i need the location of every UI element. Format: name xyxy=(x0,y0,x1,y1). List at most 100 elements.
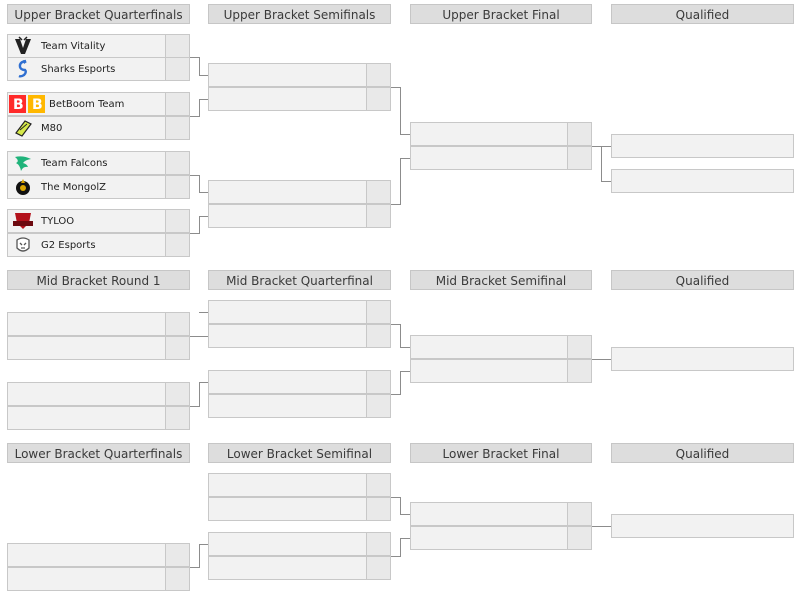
match-slot[interactable] xyxy=(410,335,592,359)
score-cell xyxy=(567,123,591,145)
match-slot[interactable] xyxy=(208,324,391,348)
connector-line xyxy=(391,394,400,395)
team-slot-g2-esports[interactable]: G2 Esports xyxy=(7,233,190,257)
score-cell xyxy=(366,371,390,393)
qualified-slot[interactable] xyxy=(611,169,794,193)
mid-r3-header: Mid Bracket Semifinal xyxy=(410,270,592,290)
connector-line xyxy=(400,87,401,134)
connector-line xyxy=(400,514,410,515)
connector-line xyxy=(400,371,410,372)
falcons-logo-icon xyxy=(8,152,38,174)
lower-qualified-header: Qualified xyxy=(611,443,794,463)
connector-line xyxy=(199,544,200,568)
connector-line xyxy=(199,99,200,117)
team-name: M80 xyxy=(41,122,63,134)
match-slot[interactable] xyxy=(410,502,592,526)
score-cell xyxy=(366,474,390,496)
match-slot[interactable] xyxy=(410,122,592,146)
match-slot[interactable] xyxy=(7,312,190,336)
qualified-slot[interactable] xyxy=(611,134,794,158)
connector-line xyxy=(400,497,401,514)
match-slot[interactable] xyxy=(410,359,592,383)
match-slot[interactable] xyxy=(208,180,391,204)
connector-line xyxy=(199,336,208,337)
upper-r3-header: Upper Bracket Final xyxy=(410,4,592,24)
match-slot[interactable] xyxy=(208,204,391,228)
svg-text:B: B xyxy=(32,97,43,113)
score-cell xyxy=(567,360,591,382)
lower-r1-header: Lower Bracket Quarterfinals xyxy=(7,443,190,463)
score-cell xyxy=(165,568,189,590)
match-slot[interactable] xyxy=(208,473,391,497)
team-slot-team-falcons[interactable]: Team Falcons xyxy=(7,151,190,175)
connector-line xyxy=(400,134,410,135)
mongolz-logo-icon xyxy=(8,176,38,198)
score-cell xyxy=(366,557,390,579)
connector-line xyxy=(391,324,400,325)
connector-line xyxy=(400,347,410,348)
upper-r1-header: Upper Bracket Quarterfinals xyxy=(7,4,190,24)
connector-line xyxy=(601,181,611,182)
score-cell xyxy=(165,58,189,80)
match-slot[interactable] xyxy=(208,532,391,556)
connector-line xyxy=(592,359,611,360)
match-slot[interactable] xyxy=(208,497,391,521)
match-slot[interactable] xyxy=(208,87,391,111)
score-cell xyxy=(567,503,591,525)
score-cell xyxy=(567,336,591,358)
match-slot[interactable] xyxy=(208,556,391,580)
connector-line xyxy=(400,324,401,347)
qualified-slot[interactable] xyxy=(611,514,794,538)
match-slot[interactable] xyxy=(7,382,190,406)
match-slot[interactable] xyxy=(410,146,592,170)
team-slot-tyloo[interactable]: TYLOO xyxy=(7,209,190,233)
score-cell xyxy=(165,93,189,115)
team-name: The MongolZ xyxy=(41,181,106,193)
connector-line xyxy=(400,158,401,205)
score-cell xyxy=(165,383,189,405)
match-slot[interactable] xyxy=(410,526,592,550)
team-name: BetBoom Team xyxy=(49,98,125,110)
team-slot-team-vitality[interactable]: Team Vitality xyxy=(7,34,190,58)
score-cell xyxy=(165,117,189,139)
match-slot[interactable] xyxy=(7,406,190,430)
score-cell xyxy=(366,181,390,203)
connector-line xyxy=(400,538,401,557)
team-slot-the-mongolz[interactable]: The MongolZ xyxy=(7,175,190,199)
score-cell xyxy=(165,313,189,335)
connector-line xyxy=(199,75,208,76)
match-slot[interactable] xyxy=(7,543,190,567)
g2-logo-icon xyxy=(8,234,38,256)
match-slot[interactable] xyxy=(7,336,190,360)
team-slot-m80[interactable]: M80 xyxy=(7,116,190,140)
match-slot[interactable] xyxy=(208,394,391,418)
team-name: Team Falcons xyxy=(41,157,108,169)
match-slot[interactable] xyxy=(208,300,391,324)
match-slot[interactable] xyxy=(7,567,190,591)
score-cell xyxy=(165,35,189,57)
connector-line xyxy=(199,544,208,545)
score-cell xyxy=(366,533,390,555)
connector-line xyxy=(391,204,400,205)
score-cell xyxy=(366,498,390,520)
score-cell xyxy=(165,152,189,174)
connector-line xyxy=(190,336,199,337)
connector-line xyxy=(391,497,400,498)
connector-line xyxy=(190,567,199,568)
qualified-slot[interactable] xyxy=(611,347,794,371)
match-slot[interactable] xyxy=(208,63,391,87)
lower-r3-header: Lower Bracket Final xyxy=(410,443,592,463)
team-slot-sharks-esports[interactable]: Sharks Esports xyxy=(7,57,190,81)
connector-line xyxy=(199,192,208,193)
m80-logo-icon xyxy=(8,117,38,139)
sharks-logo-icon xyxy=(8,58,38,80)
connector-line xyxy=(391,556,400,557)
upper-r2-header: Upper Bracket Semifinals xyxy=(208,4,391,24)
score-cell xyxy=(366,88,390,110)
upper-qualified-header: Qualified xyxy=(611,4,794,24)
match-slot[interactable] xyxy=(208,370,391,394)
connector-line xyxy=(199,175,200,192)
connector-line xyxy=(199,216,200,234)
connector-line xyxy=(199,312,208,313)
